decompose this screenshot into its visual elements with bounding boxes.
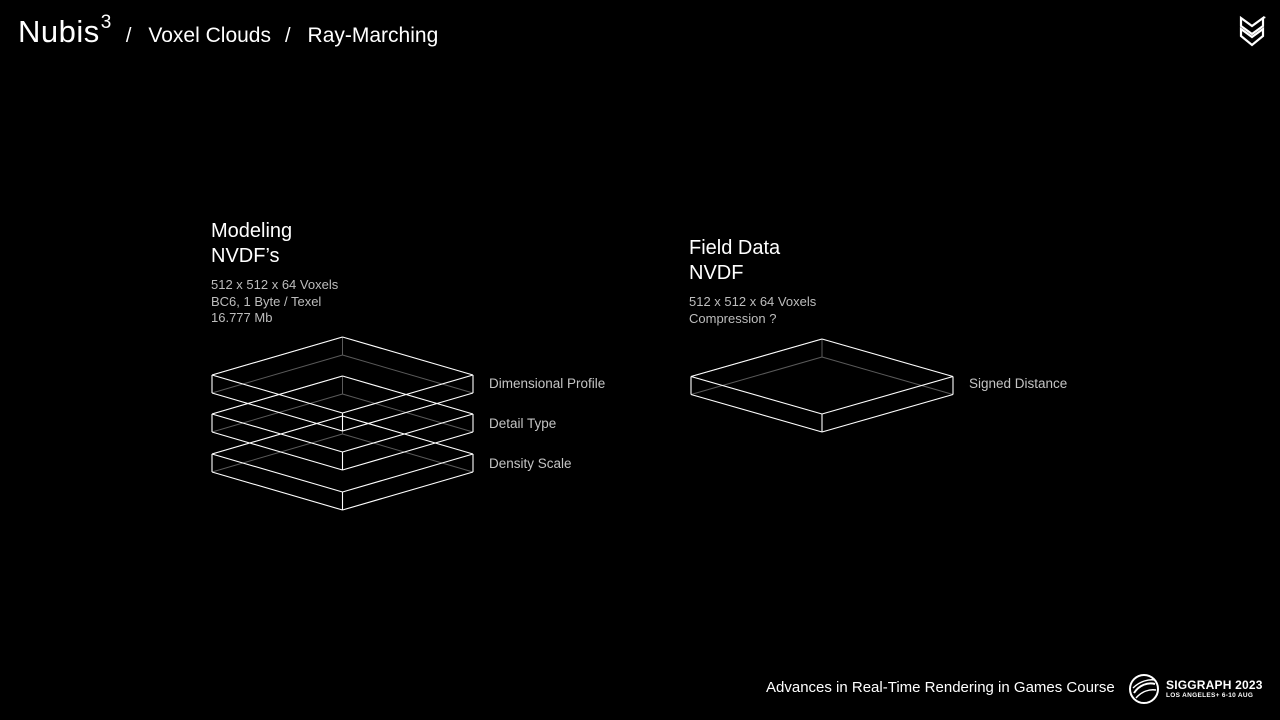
slab-2-edge xyxy=(342,431,474,471)
breadcrumb-separator: / xyxy=(125,25,132,47)
layer-label-density-scale: Density Scale xyxy=(489,456,572,471)
left-heading-line-1: Modeling xyxy=(211,220,293,242)
page-title: Nubis3 xyxy=(18,12,112,49)
slab-2-edge xyxy=(342,413,474,453)
right-heading: Field Data NVDF xyxy=(689,236,780,286)
left-meta-line-3: 16.777 Mb xyxy=(211,310,273,325)
slab-1-edge xyxy=(211,392,343,432)
siggraph-subtitle: LOS ANGELES+ 6-10 AUG xyxy=(1166,691,1254,699)
left-heading: Modeling NVDF’s xyxy=(211,219,292,269)
right-meta-line-1: 512 x 512 x 64 Voxels xyxy=(689,294,817,309)
left-slab-stack xyxy=(211,336,474,511)
slab-3-edge xyxy=(211,415,343,455)
siggraph-title: SIGGRAPH 2023 xyxy=(1166,677,1263,692)
slab-1-edge xyxy=(211,336,343,376)
left-meta-line-1: 512 x 512 x 64 Voxels xyxy=(211,277,339,292)
siggraph-logo-icon xyxy=(1129,674,1159,704)
left-meta-line-2: BC6, 1 Byte / Texel xyxy=(211,293,322,309)
slab-4-hidden-edge xyxy=(821,356,954,395)
slab-4-hidden-edge xyxy=(690,356,823,395)
right-heading-line-2: NVDF xyxy=(689,262,744,284)
breadcrumb-item-voxel-clouds[interactable]: Voxel Clouds xyxy=(148,24,271,47)
breadcrumb: Nubis3 / Voxel Clouds / Ray-Marching xyxy=(18,12,439,50)
slab-2-hidden-edge xyxy=(342,393,474,433)
layer-label-signed-distance: Signed Distance xyxy=(969,376,1068,391)
title-superscript: 3 xyxy=(100,12,112,33)
slab-1-edge xyxy=(211,374,343,414)
breadcrumb-item-ray-marching[interactable]: Ray-Marching xyxy=(307,24,439,47)
slab-4-edge xyxy=(821,375,954,415)
slab-1-edge xyxy=(342,374,474,414)
slab-2-edge xyxy=(211,431,343,471)
slab-3-edge xyxy=(342,453,474,493)
slab-2-hidden-edge xyxy=(211,393,343,433)
left-meta: 512 x 512 x 64 Voxels BC6, 1 Byte / Texe… xyxy=(211,277,338,327)
slab-2-edge xyxy=(211,375,343,415)
siggraph-text: SIGGRAPH 2023 LOS ANGELES+ 6-10 AUG xyxy=(1166,679,1263,700)
slab-3-edge xyxy=(211,471,343,511)
slab-1-edge xyxy=(342,392,474,432)
slab-3-edge xyxy=(342,415,474,455)
chevron-shield-logo-icon xyxy=(1239,15,1266,47)
right-meta: 512 x 512 x 64 Voxels Compression ? xyxy=(689,294,816,327)
slab-2-edge xyxy=(211,413,343,453)
slab-1-hidden-edge xyxy=(342,354,474,394)
slab-3-edge xyxy=(342,471,474,511)
right-heading-line-1: Field Data xyxy=(689,237,781,259)
slab-4-edge xyxy=(821,393,954,433)
right-slab-stack xyxy=(690,338,954,433)
left-heading-line-2: NVDF’s xyxy=(211,245,280,267)
breadcrumb-separator: / xyxy=(284,25,291,47)
slab-1-edge xyxy=(342,336,474,376)
footer-course-title: Advances in Real-Time Rendering in Games… xyxy=(766,679,1115,696)
slab-3-hidden-edge xyxy=(211,433,343,473)
siggraph-logo: SIGGRAPH 2023 LOS ANGELES+ 6-10 AUG xyxy=(1128,673,1263,705)
slab-3-hidden-edge xyxy=(342,433,474,473)
slab-4-edge xyxy=(690,375,823,415)
layer-label-dimensional-profile: Dimensional Profile xyxy=(489,376,606,391)
slab-4-edge xyxy=(690,338,823,378)
slab-4-edge xyxy=(690,393,823,433)
layer-label-detail-type: Detail Type xyxy=(489,416,557,431)
slab-3-edge xyxy=(211,453,343,493)
right-meta-line-2: Compression ? xyxy=(689,310,777,326)
slab-4-edge xyxy=(821,338,954,378)
slab-1-hidden-edge xyxy=(211,354,343,394)
slab-2-edge xyxy=(342,375,474,415)
